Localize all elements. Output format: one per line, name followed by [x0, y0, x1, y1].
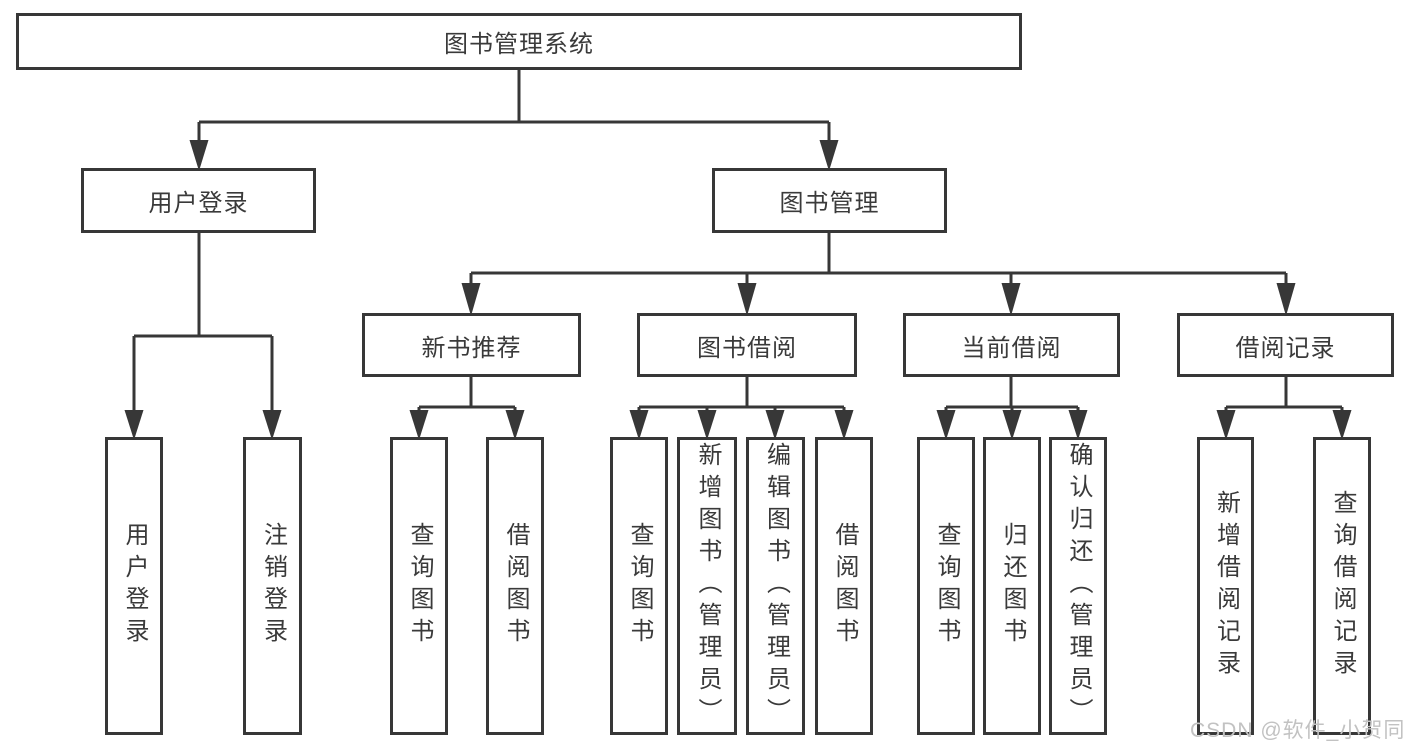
- leaf-user-login-action: 用户登录: [105, 437, 163, 735]
- node-new-book-recommendation: 新书推荐: [362, 313, 581, 377]
- node-borrowing-records-label: 借阅记录: [1235, 334, 1336, 362]
- leaf-borrow-borrow-books: 借阅图书: [815, 437, 873, 735]
- leaf-records-add-record: 新增借阅记录: [1197, 437, 1254, 735]
- leaf-recommend-query-books: 查询图书: [390, 437, 448, 735]
- node-user-login: 用户登录: [81, 168, 316, 233]
- leaf-current-query-books-label: 查询图书: [933, 522, 960, 650]
- leaf-borrow-borrow-books-label: 借阅图书: [831, 522, 858, 650]
- leaf-logout-action: 注销登录: [243, 437, 302, 735]
- leaf-borrow-add-books-admin-label: 新增图书（管理员）: [694, 442, 721, 730]
- leaf-recommend-borrow-books-label: 借阅图书: [502, 522, 529, 650]
- node-current-borrowing-label: 当前借阅: [961, 334, 1062, 362]
- leaf-borrow-edit-books-admin: 编辑图书（管理员）: [746, 437, 805, 735]
- leaf-records-add-record-label: 新增借阅记录: [1212, 490, 1240, 682]
- leaf-current-confirm-return-admin-label: 确认归还（管理员）: [1065, 442, 1092, 730]
- node-library-system-label: 图书管理系统: [444, 31, 594, 58]
- leaf-records-query-record-label: 查询借阅记录: [1329, 490, 1356, 682]
- node-new-book-recommendation-label: 新书推荐: [421, 334, 522, 362]
- leaf-borrow-query-books: 查询图书: [610, 437, 668, 735]
- node-borrowing-records: 借阅记录: [1177, 313, 1394, 377]
- node-library-system: 图书管理系统: [16, 13, 1022, 70]
- leaf-borrow-add-books-admin: 新增图书（管理员）: [677, 437, 737, 735]
- leaf-logout-action-label: 注销登录: [259, 522, 287, 650]
- leaf-user-login-action-label: 用户登录: [121, 522, 148, 650]
- leaf-records-query-record: 查询借阅记录: [1313, 437, 1371, 735]
- leaf-current-return-books-label: 归还图书: [999, 522, 1026, 650]
- node-book-management: 图书管理: [712, 168, 947, 233]
- leaf-current-query-books: 查询图书: [917, 437, 975, 735]
- node-current-borrowing: 当前借阅: [903, 313, 1120, 377]
- leaf-borrow-query-books-label: 查询图书: [626, 522, 653, 650]
- node-book-borrowing-label: 图书借阅: [697, 334, 797, 362]
- leaf-recommend-query-books-label: 查询图书: [406, 522, 433, 650]
- leaf-current-return-books: 归还图书: [983, 437, 1041, 735]
- node-book-borrowing: 图书借阅: [637, 313, 857, 377]
- node-user-login-label: 用户登录: [148, 190, 249, 217]
- node-book-management-label: 图书管理: [779, 190, 880, 217]
- leaf-current-confirm-return-admin: 确认归还（管理员）: [1049, 437, 1107, 735]
- leaf-recommend-borrow-books: 借阅图书: [486, 437, 544, 735]
- leaf-borrow-edit-books-admin-label: 编辑图书（管理员）: [762, 442, 790, 730]
- watermark: CSDN @软件_小贺同学: [1190, 719, 1405, 742]
